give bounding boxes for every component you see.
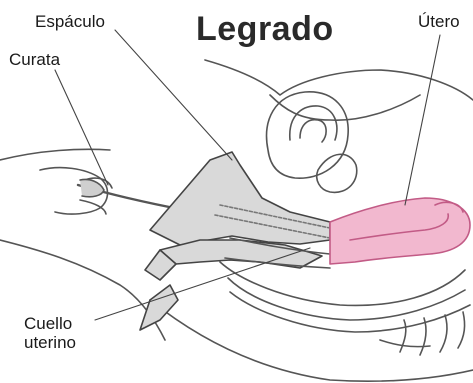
belly-curve — [270, 95, 420, 120]
label-curata: Curata — [9, 50, 60, 69]
label-cuello-line2: uterino — [24, 333, 76, 352]
diagram-title: Legrado — [196, 10, 334, 49]
label-cuello-uterino: Cuello uterino — [24, 314, 76, 352]
uterus — [330, 198, 470, 264]
rectum — [220, 262, 465, 305]
body-outline — [205, 60, 473, 100]
label-cuello-line1: Cuello — [24, 314, 76, 333]
label-espaculo: Espáculo — [35, 12, 105, 31]
label-utero: Útero — [418, 12, 460, 31]
utero-pointer — [405, 35, 440, 205]
espaculo-pointer — [115, 30, 232, 160]
